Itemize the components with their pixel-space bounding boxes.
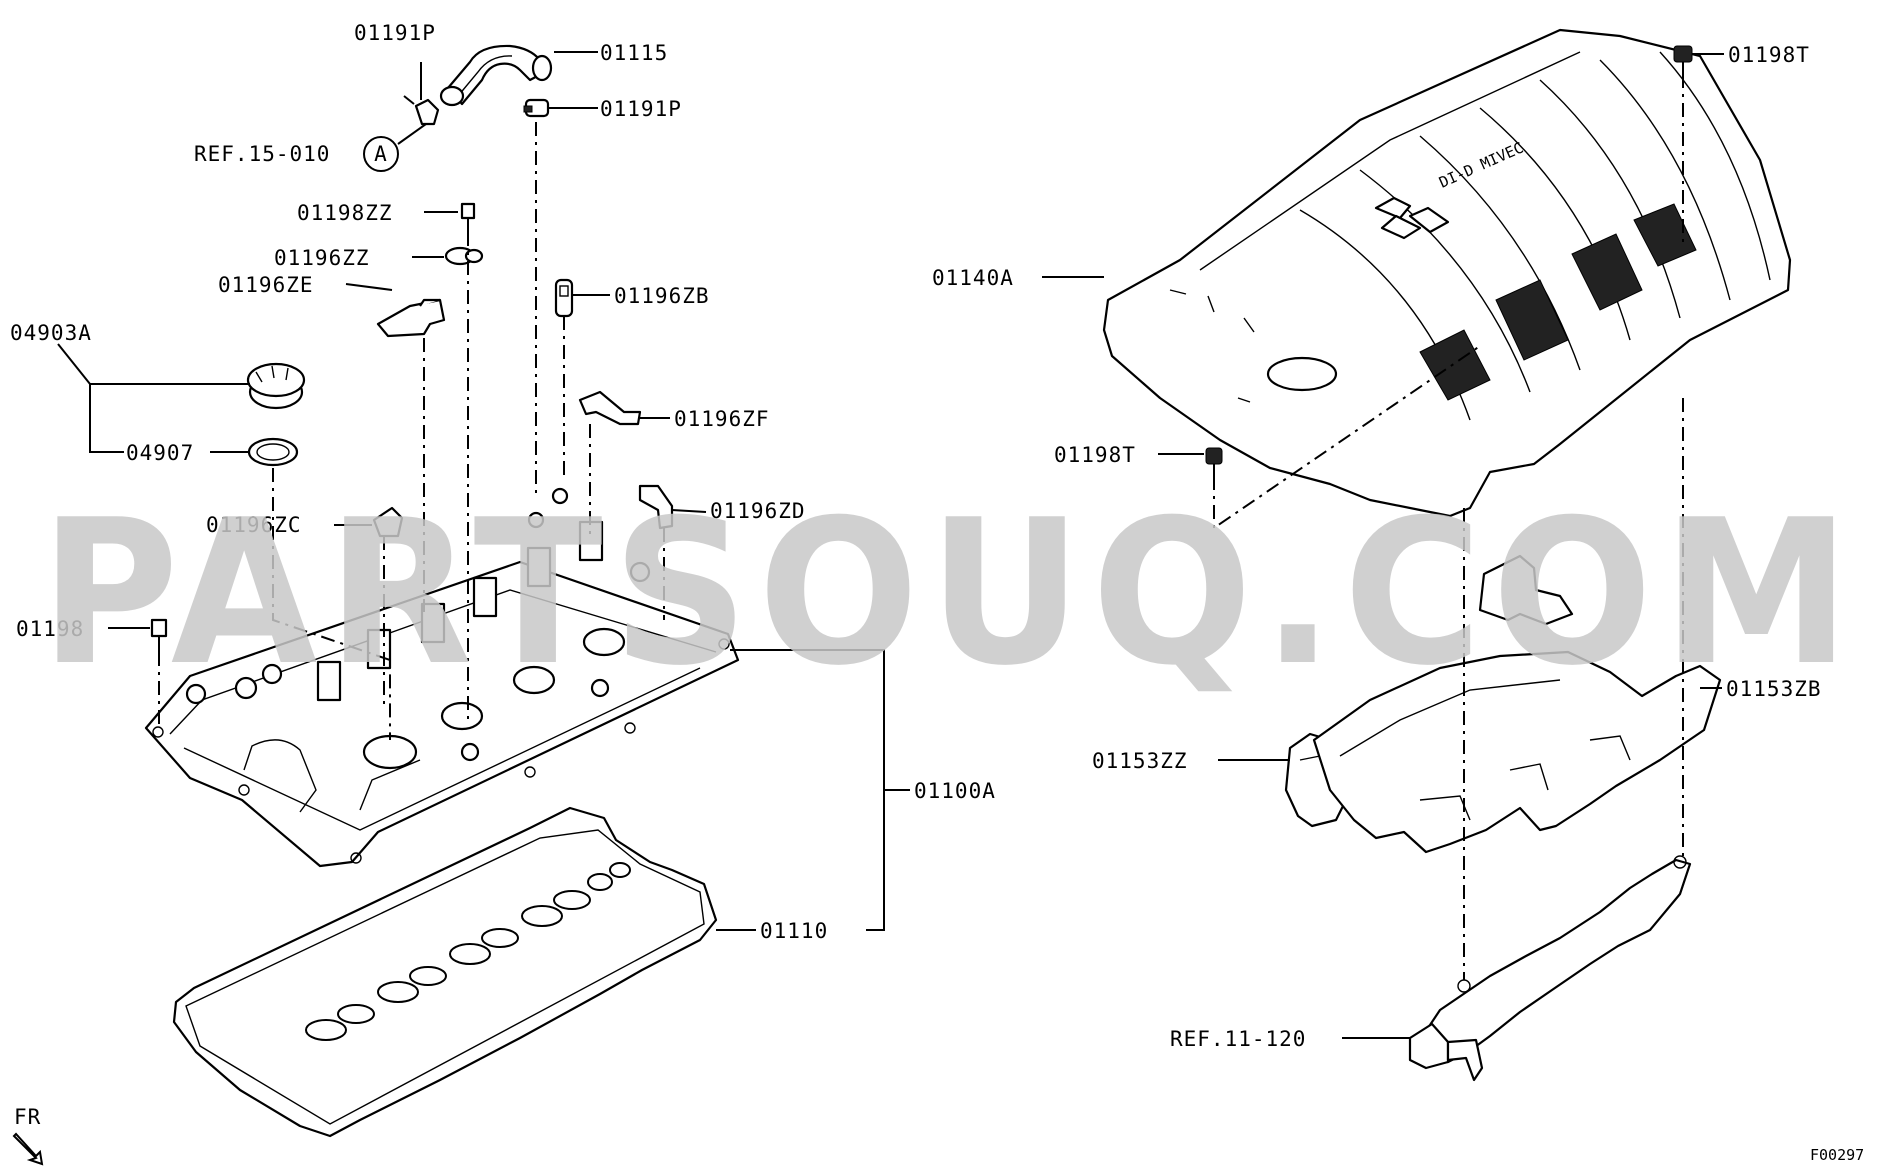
bolt-01198t-left — [1205, 447, 1223, 476]
label-01196zb: 01196ZB — [614, 284, 710, 308]
label-01153zb: 01153ZB — [1726, 677, 1822, 701]
bracket-01196zd — [638, 484, 674, 530]
hose-01115 — [439, 44, 553, 107]
ref-circle-a-letter: A — [374, 142, 388, 166]
grommet-01196zz — [444, 246, 484, 266]
label-ref-15-010: REF.15-010 — [194, 142, 330, 166]
label-01191p-top: 01191P — [354, 21, 436, 45]
bracket-01196zf — [578, 390, 642, 426]
label-01191p-right: 01191P — [600, 97, 682, 121]
bolt-01198zz — [460, 202, 476, 232]
bolt-01198 — [150, 618, 168, 652]
dashed-guides-right — [1213, 74, 1684, 980]
label-01100a: 01100A — [914, 779, 996, 803]
label-01196zz: 01196ZZ — [274, 246, 370, 270]
fr-arrow-icon — [12, 1132, 44, 1166]
bracket-ref-11-120 — [1408, 855, 1692, 1082]
bracket-01196zc — [372, 506, 404, 538]
bracket-01196ze — [376, 298, 446, 338]
label-01196zd: 01196ZD — [710, 499, 806, 523]
fr-label: FR — [14, 1105, 41, 1129]
figure-code: F00297 — [1810, 1146, 1864, 1164]
label-ref-11-120: REF.11-120 — [1170, 1027, 1306, 1051]
label-01198zz: 01198ZZ — [297, 201, 393, 225]
rocker-cover-01100a — [144, 487, 740, 868]
gasket-01110 — [172, 806, 718, 1138]
clamp-01191p-top — [403, 95, 440, 126]
dashed-guides-left — [158, 122, 665, 740]
watermark: PARTSOUQ.COM — [40, 477, 1860, 710]
clamp-01191p-right — [523, 98, 550, 118]
bracket-01153zb — [1312, 650, 1722, 854]
front-direction-indicator: FR — [12, 1105, 44, 1166]
label-01110: 01110 — [760, 919, 828, 943]
label-04907: 04907 — [126, 441, 194, 465]
label-01196zc: 01196ZC — [206, 513, 302, 537]
label-01196ze: 01196ZE — [218, 273, 314, 297]
leader-lines-left — [57, 51, 910, 931]
part-labels: 01191P 01115 01191P REF.15-010 01198ZZ 0… — [10, 21, 1822, 1051]
label-01198t-left: 01198T — [1054, 443, 1136, 467]
label-01153zz: 01153ZZ — [1092, 749, 1188, 773]
engine-cover-01140a: DI-D MIVEC — [1102, 28, 1792, 518]
oil-cap-04903a — [246, 362, 306, 410]
ref-circle-a — [363, 136, 399, 172]
clip-01196zb — [554, 278, 574, 318]
label-01198: 01198 — [16, 617, 84, 641]
label-04903a: 04903A — [10, 321, 92, 345]
oring-04907 — [247, 437, 299, 467]
leader-lines-right — [1042, 53, 1724, 1039]
label-01198t-top: 01198T — [1728, 43, 1810, 67]
label-01140a: 01140A — [932, 266, 1014, 290]
label-01196zf: 01196ZF — [674, 407, 770, 431]
label-01115: 01115 — [600, 41, 668, 65]
